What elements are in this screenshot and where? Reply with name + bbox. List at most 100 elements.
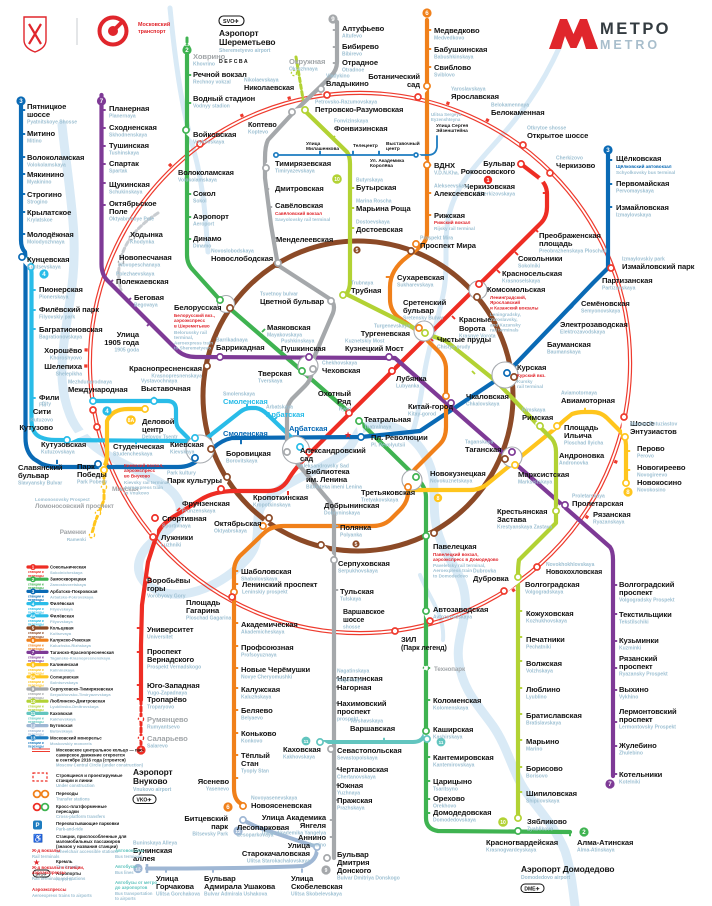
svg-text:бульвар: бульвар [403, 306, 434, 315]
svg-text:8: 8 [437, 496, 440, 502]
svg-text:переходы: переходы [28, 598, 44, 602]
svg-text:Московское центральное кольцо: Московское центральное кольцо — пас- [56, 748, 145, 753]
svg-text:Airports: Airports [56, 877, 73, 882]
svg-text:4А: 4А [30, 614, 36, 619]
svg-text:Dubrovka: Dubrovka [473, 568, 496, 574]
svg-text:центр: центр [386, 147, 400, 152]
svg-text:Pechatniki: Pechatniki [526, 645, 552, 651]
svg-text:в сентябре 2016 года (строится: в сентябре 2016 года (строится) [56, 758, 126, 763]
svg-text:Shabolovskaya: Shabolovskaya [241, 577, 278, 583]
svg-text:Маяковская: Маяковская [267, 323, 311, 332]
svg-text:Ярославская: Ярославская [451, 92, 499, 101]
svg-text:Добрынинская: Добрынинская [324, 501, 379, 510]
svg-text:Сити: Сити [33, 407, 52, 416]
svg-text:terminal,: terminal, [174, 335, 193, 340]
svg-text:и Казанский вокзалы: и Казанский вокзалы [490, 304, 538, 310]
svg-text:Семёновская: Семёновская [581, 299, 630, 308]
svg-text:12: 12 [31, 723, 36, 728]
svg-text:Semyonovskaya: Semyonovskaya [581, 309, 620, 315]
svg-text:переходы: переходы [28, 586, 44, 590]
svg-text:Zamoskvoretskaya: Zamoskvoretskaya [50, 582, 87, 587]
svg-text:Vnukovo airport: Vnukovo airport [133, 787, 172, 793]
svg-text:Fonvizinskaya: Fonvizinskaya [334, 118, 368, 124]
svg-text:Смоленская: Смоленская [223, 397, 268, 406]
svg-text:Марьина Роща: Марьина Роща [356, 204, 411, 213]
svg-text:Победы: Победы [77, 470, 107, 479]
svg-text:Strogino: Strogino [27, 200, 48, 206]
svg-text:Калужско-Рижская: Калужско-Рижская [50, 638, 91, 643]
svg-text:Ploschad Ilyicha: Ploschad Ilyicha [564, 441, 603, 447]
svg-text:Koptevo: Koptevo [248, 130, 268, 136]
svg-text:Transfer stations: Transfer stations [56, 797, 90, 802]
svg-text:станции и: станции и [28, 692, 44, 696]
svg-text:Окружная: Окружная [289, 57, 325, 66]
svg-text:Первомайская: Первомайская [616, 179, 669, 188]
svg-text:Южная: Южная [337, 781, 363, 790]
svg-text:Proletarskaya: Proletarskaya [572, 493, 605, 499]
svg-text:Izmaylovskaya: Izmaylovskaya [616, 213, 651, 219]
svg-text:станции и: станции и [28, 582, 44, 586]
svg-text:Библиотека: Библиотека [306, 467, 350, 476]
svg-text:Павелецкий вокзал,: Павелецкий вокзал, [433, 551, 478, 557]
svg-text:Смоленская: Смоленская [223, 429, 268, 438]
svg-text:Aeroport: Aeroport [193, 222, 214, 228]
svg-text:Taganskaya: Taganskaya [465, 439, 493, 445]
svg-text:Рокоссовского: Рокоссовского [461, 167, 516, 176]
svg-text:аллея: аллея [133, 854, 155, 863]
svg-text:Dobryninskaya: Dobryninskaya [324, 511, 360, 517]
svg-text:Park kultury: Park kultury [167, 470, 196, 476]
svg-text:Шоссе: Шоссе [630, 419, 654, 428]
svg-text:Borisovo: Borisovo [526, 774, 548, 780]
svg-text:9: 9 [325, 868, 328, 874]
svg-text:prospekt: prospekt [337, 717, 358, 723]
svg-text:Alma-Atinskaya: Alma-Atinskaya [577, 848, 615, 854]
svg-text:Cherkizovskaya: Cherkizovskaya [477, 192, 515, 198]
svg-text:Третьяковская: Третьяковская [361, 488, 415, 497]
svg-text:Черкизово: Черкизово [556, 161, 596, 170]
svg-text:7: 7 [100, 98, 104, 105]
svg-text:Замоскворецкая: Замоскворецкая [50, 577, 86, 582]
svg-text:Ярославский: Ярославский [490, 299, 520, 305]
svg-text:Aeroexpress train: Aeroexpress train [174, 340, 213, 345]
svg-text:Планерная: Планерная [109, 104, 149, 113]
svg-text:Чеховская: Чеховская [322, 366, 360, 375]
svg-text:Ломоносовский проспект: Ломоносовский проспект [35, 502, 114, 510]
svg-text:Vodnyy stadion: Vodnyy stadion [193, 104, 230, 110]
svg-text:Arbatsko-Pokrovskaya: Arbatsko-Pokrovskaya [50, 594, 94, 599]
svg-text:Сухаревская: Сухаревская [397, 273, 444, 282]
svg-text:Партизанская: Партизанская [602, 276, 653, 285]
svg-text:Tekstilschiki: Tekstilschiki [619, 620, 649, 626]
svg-text:Krasnye Vorota: Krasnye Vorota [459, 334, 496, 340]
svg-text:Polyanka: Polyanka [340, 533, 362, 539]
svg-text:Kuzminki: Kuzminki [619, 646, 642, 652]
svg-text:Fili: Fili [39, 403, 47, 409]
svg-text:Медведково: Медведково [434, 26, 480, 35]
svg-text:Under construction: Under construction [56, 783, 95, 788]
svg-text:(значок у названия станции): (значок у названия станции) [56, 844, 118, 849]
svg-text:Troparyovo: Troparyovo [147, 705, 174, 711]
svg-text:Лесопарковая: Лесопарковая [237, 823, 289, 832]
svg-text:Molodyozhnaya: Molodyozhnaya [27, 240, 65, 246]
svg-text:Алтуфьево: Алтуфьево [342, 24, 385, 33]
svg-text:Коломенская: Коломенская [433, 696, 481, 705]
svg-text:Сходненская: Сходненская [109, 123, 157, 132]
svg-text:Строгино: Строгино [27, 190, 62, 199]
svg-text:Деловой: Деловой [142, 417, 175, 426]
svg-text:до аэропортов: до аэропортов [115, 885, 148, 890]
svg-text:Moscow Central Circle (under c: Moscow Central Circle (under constructio… [56, 763, 144, 768]
svg-text:Dostoevskaya: Dostoevskaya [356, 219, 390, 225]
svg-text:Переходы: Переходы [56, 791, 78, 796]
svg-text:Лермонтовский: Лермонтовский [619, 707, 677, 716]
svg-text:Новые Черёмушки: Новые Черёмушки [241, 665, 311, 674]
svg-text:Konkovo: Konkovo [241, 739, 262, 745]
svg-text:Sheremetyevo airport: Sheremetyevo airport [219, 48, 271, 54]
svg-text:Tsaritsyno: Tsaritsyno [433, 787, 458, 793]
svg-text:Сокол: Сокол [193, 189, 216, 198]
svg-text:Кутузово: Кутузово [19, 423, 53, 432]
svg-text:Filyovskiy park: Filyovskiy park [39, 315, 75, 321]
svg-text:Krasnopresnenskaya: Krasnopresnenskaya [151, 374, 202, 380]
svg-text:METRO: METRO [600, 38, 660, 52]
svg-text:Turgenevskaya: Turgenevskaya [374, 323, 410, 329]
svg-text:Калининская: Калининская [50, 662, 79, 667]
svg-text:Domodedovo airport: Domodedovo airport [521, 875, 571, 881]
